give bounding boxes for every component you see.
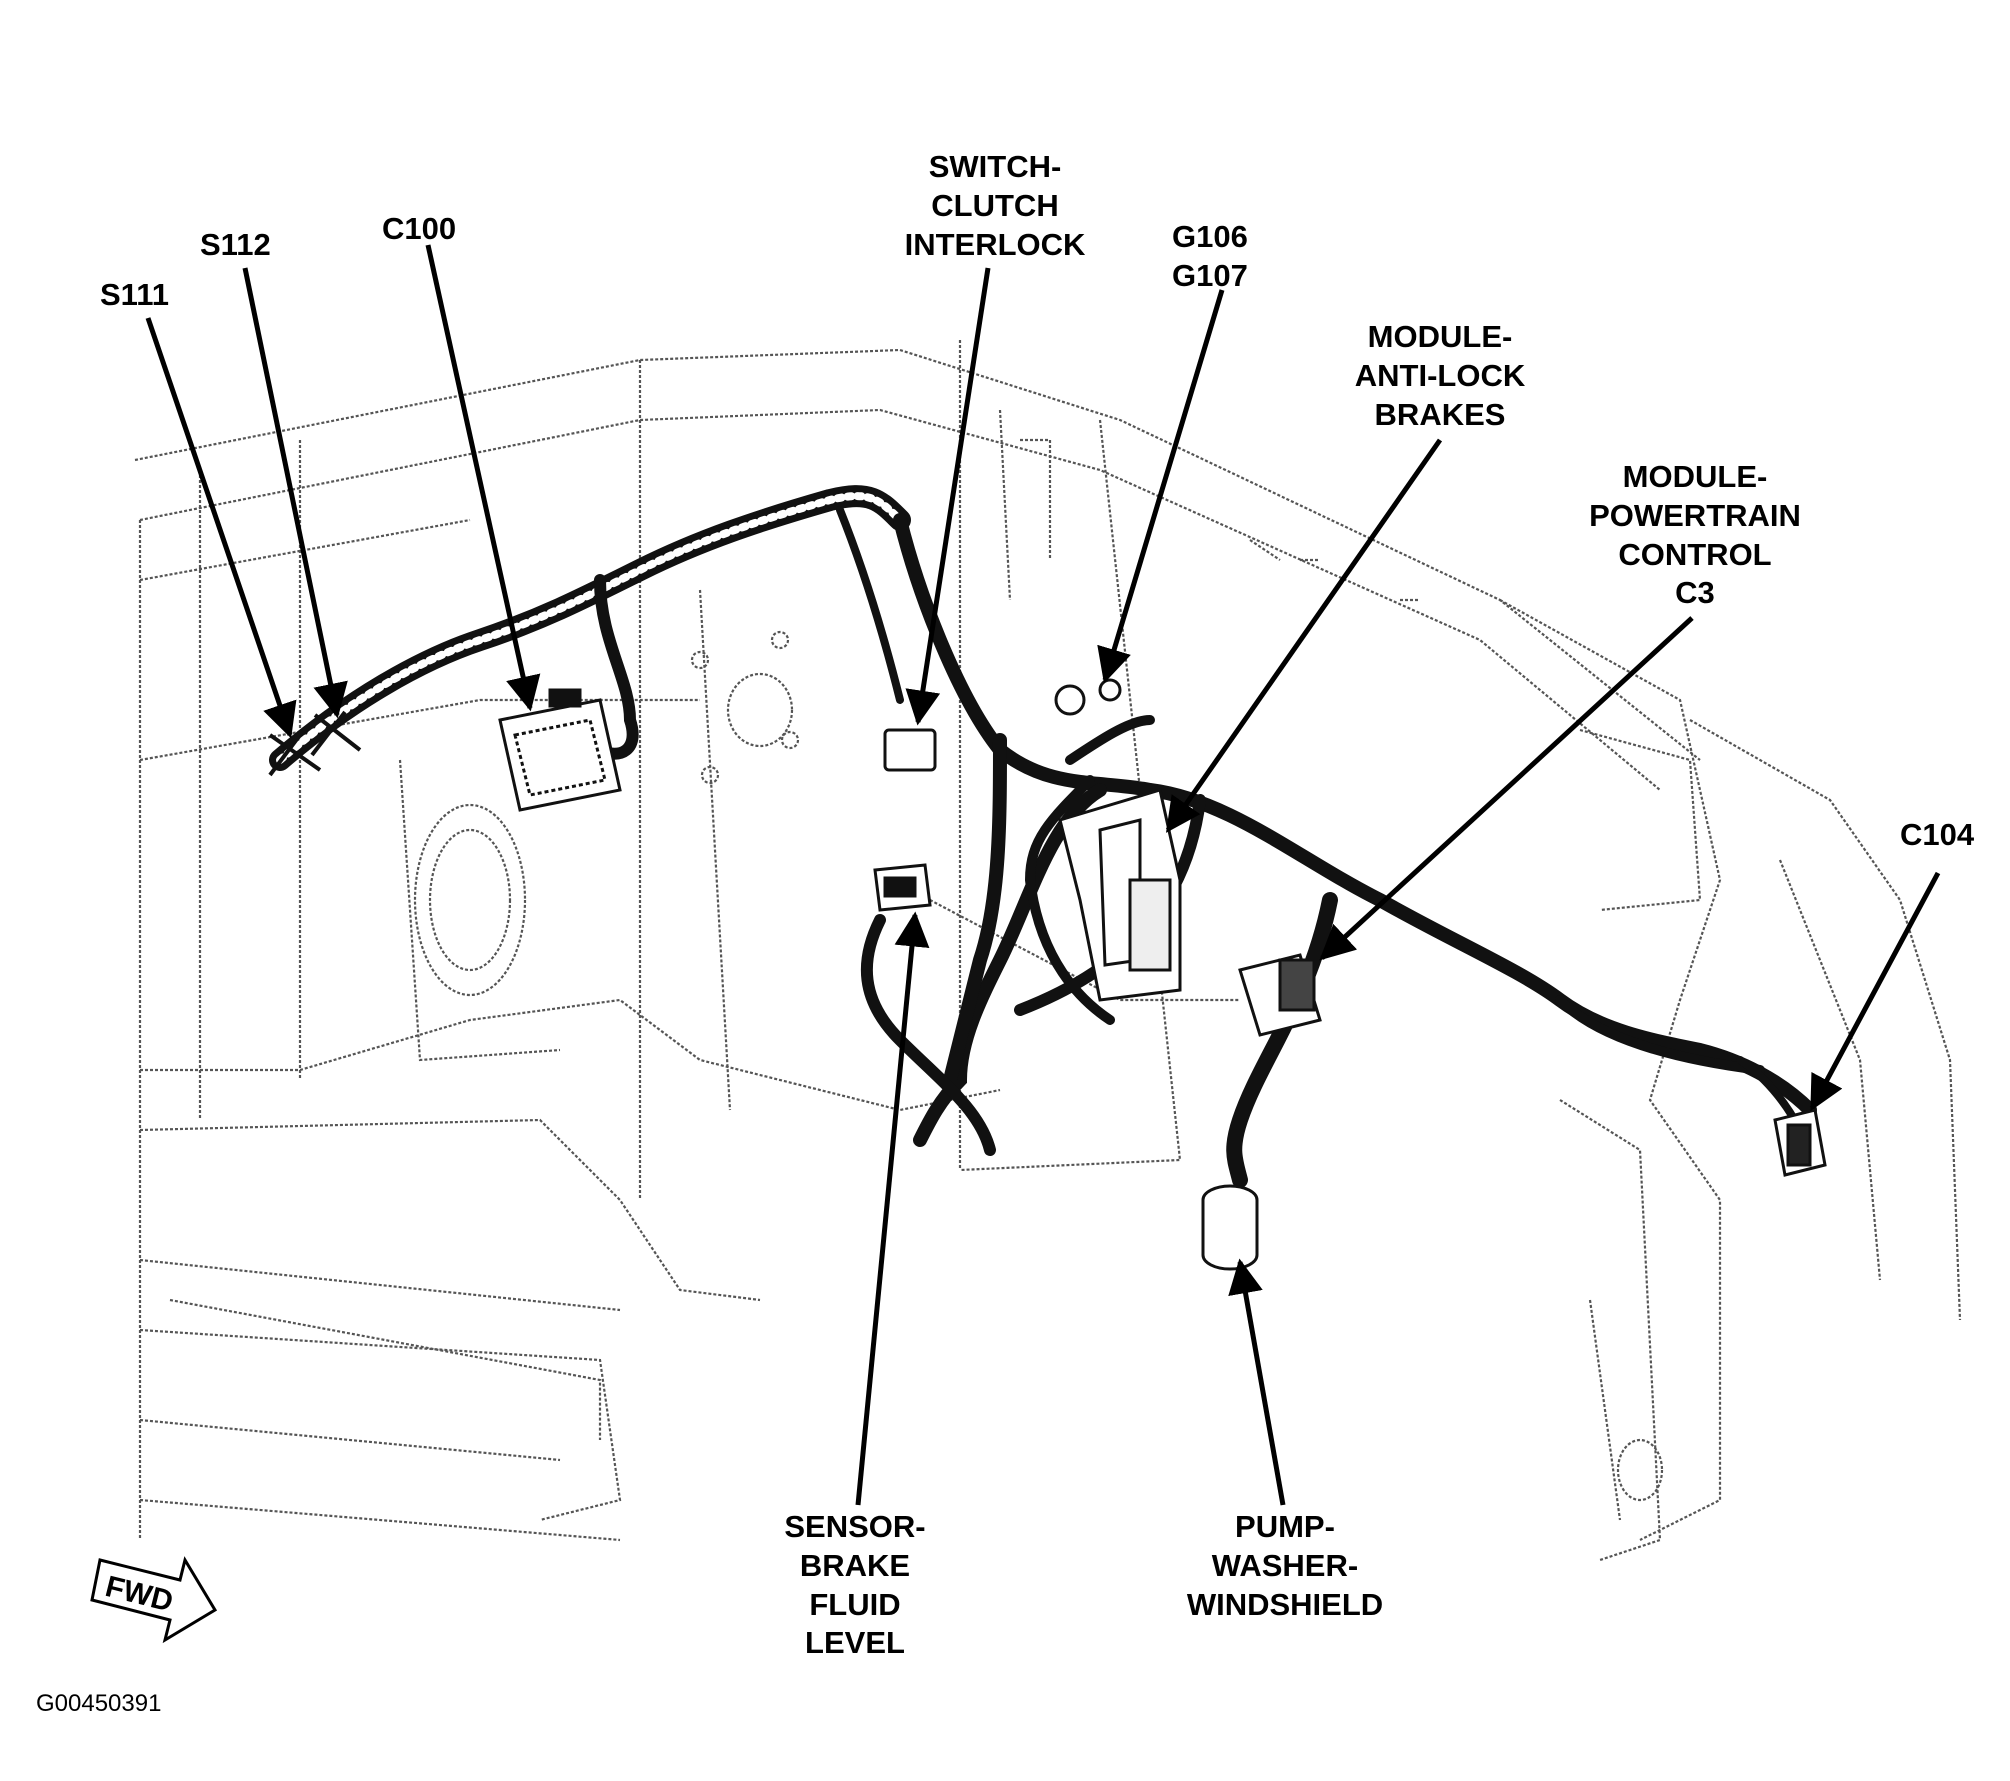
label-switch-clutch-interlock: SWITCH- CLUTCH INTERLOCK (904, 149, 1086, 262)
brake-fluid-sensor (873, 863, 932, 912)
leader-arrows (145, 244, 1941, 1506)
washer-pump (1201, 1184, 1259, 1271)
leader-c100 (425, 244, 541, 712)
fwd-arrow-icon (90, 1556, 218, 1644)
splice-s111-s112 (268, 710, 362, 777)
leader-sensor-brake (855, 911, 930, 1506)
leader-g106 (1097, 289, 1225, 684)
leader-abs (1165, 438, 1443, 833)
label-g106-g107: G106 G107 (1172, 219, 1248, 293)
label-module-anti-lock-brakes: MODULE- ANTI-LOCK BRAKES (1354, 319, 1526, 432)
wiring-harness (269, 485, 1817, 1188)
leader-c104 (1809, 871, 1941, 1112)
label-c104: C104 (1900, 817, 1975, 852)
c100-connector (498, 688, 622, 812)
label-sensor-brake-fluid-level: SENSOR- BRAKE FLUID LEVEL (784, 1509, 926, 1661)
label-c100: C100 (382, 211, 457, 246)
leader-s111 (145, 317, 297, 739)
label-module-powertrain-control: MODULE- POWERTRAIN CONTROL C3 (1589, 459, 1801, 611)
leader-s112 (242, 267, 348, 719)
abs-module (1058, 788, 1182, 1002)
leader-pcm (1319, 616, 1694, 961)
switch-clutch-interlock (883, 728, 937, 772)
figure-id: G00450391 (36, 1690, 162, 1717)
c104-connector (1773, 1108, 1827, 1177)
pcm-c3-connector (1238, 953, 1322, 1037)
label-pump-washer-windshield: PUMP- WASHER- WINDSHIELD (1186, 1509, 1384, 1622)
label-s111: S111 (100, 277, 169, 312)
label-s112: S112 (200, 227, 271, 262)
leader-switch-clutch (905, 267, 991, 726)
g106-g107-ground (1054, 678, 1122, 716)
leader-pump-washer (1228, 1258, 1286, 1506)
